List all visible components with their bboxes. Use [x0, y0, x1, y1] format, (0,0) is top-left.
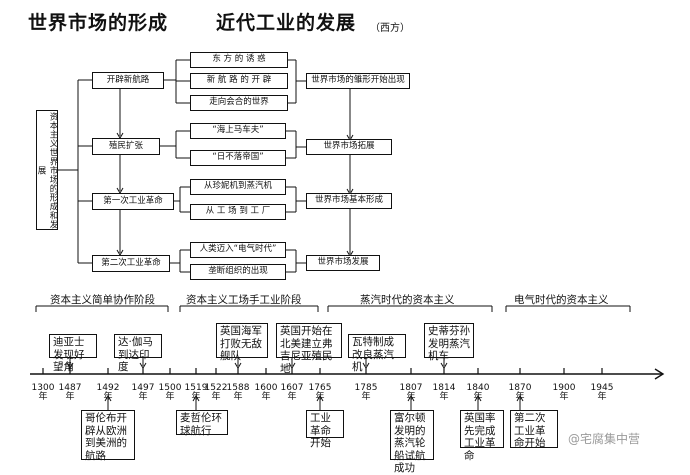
event-columbus: 哥伦布开辟从欧洲到美洲的航路 [81, 410, 135, 462]
cause-empire-sun-never-sets: “日不落帝国” [190, 150, 286, 166]
event-fulton-steamboat: 富尔顿发明的蒸汽轮船试航成功 [390, 410, 434, 474]
title-industry: 近代工业的发展 [216, 12, 357, 34]
watermark: @宅腐集中营 [568, 432, 641, 446]
title-world-market: 世界市场的形成 [28, 12, 169, 34]
era-simple-cooperation: 资本主义简单协作阶段 [50, 294, 155, 306]
event-second-revolution-begins: 第二次工业革命开始 [510, 410, 558, 449]
event-dias: 迪亚士发现好望角 [49, 334, 97, 373]
event-armada-defeated: 英国海军打败无敌舰队 [216, 323, 268, 362]
event-industrial-revolution-begins: 工业革命开始 [306, 410, 344, 449]
result-market-expanded: 世界市场拓展 [306, 139, 392, 155]
diagram-connectors [30, 59, 665, 410]
era-steam-age: 蒸汽时代的资本主义 [360, 294, 455, 306]
stage-second-industrial-revolution: 第二次工业革命 [92, 255, 170, 272]
era-electric-age: 电气时代的资本主义 [514, 294, 609, 306]
result-market-developed: 世界市场发展 [306, 255, 380, 271]
cause-jenny-to-steam-engine: 从珍妮机到蒸汽机 [190, 179, 286, 195]
cause-opening-routes: 新 航 路 的 开 辟 [190, 73, 288, 89]
event-virginia-colony: 英国开始在北美建立弗吉尼亚殖民地 [276, 323, 342, 375]
event-magellan: 麦哲伦环球航行 [176, 410, 228, 437]
era-manufacture: 资本主义工场手工业阶段 [186, 294, 302, 306]
event-da-gama: 达·伽马到达印度 [114, 334, 162, 373]
event-watt-steam-engine: 瓦特制成改良蒸汽机 [348, 334, 406, 373]
event-britain-completes: 英国率先完成工业革命 [460, 410, 504, 462]
cause-converging-world: 走向会合的世界 [190, 95, 288, 111]
cause-sea-coachman: “海上马车夫” [190, 123, 286, 139]
root-box: 资本主义世界市场的形成和发展 [36, 110, 58, 230]
stage-new-routes: 开辟新航路 [92, 72, 164, 89]
title-note: （西方） [370, 23, 410, 34]
stage-first-industrial-revolution: 第一次工业革命 [92, 193, 174, 210]
event-stephenson-locomotive: 史蒂芬孙发明蒸汽机车 [424, 323, 474, 362]
history-summary-diagram: 世界市场的形成 近代工业的发展 （西方） [28, 12, 665, 474]
cause-workshop-to-factory: 从 工 场 到 工 厂 [190, 204, 286, 220]
stage-colonial-expansion: 殖民扩张 [92, 138, 160, 155]
result-market-formed: 世界市场基本形成 [306, 193, 392, 209]
cause-lure-of-east: 东 方 的 诱 惑 [190, 52, 288, 68]
cause-monopolies: 垄断组织的出现 [190, 264, 286, 280]
result-embryonic-market: 世界市场的雏形开始出现 [306, 73, 410, 89]
cause-electric-age: 人类迈入“电气时代” [190, 242, 286, 258]
